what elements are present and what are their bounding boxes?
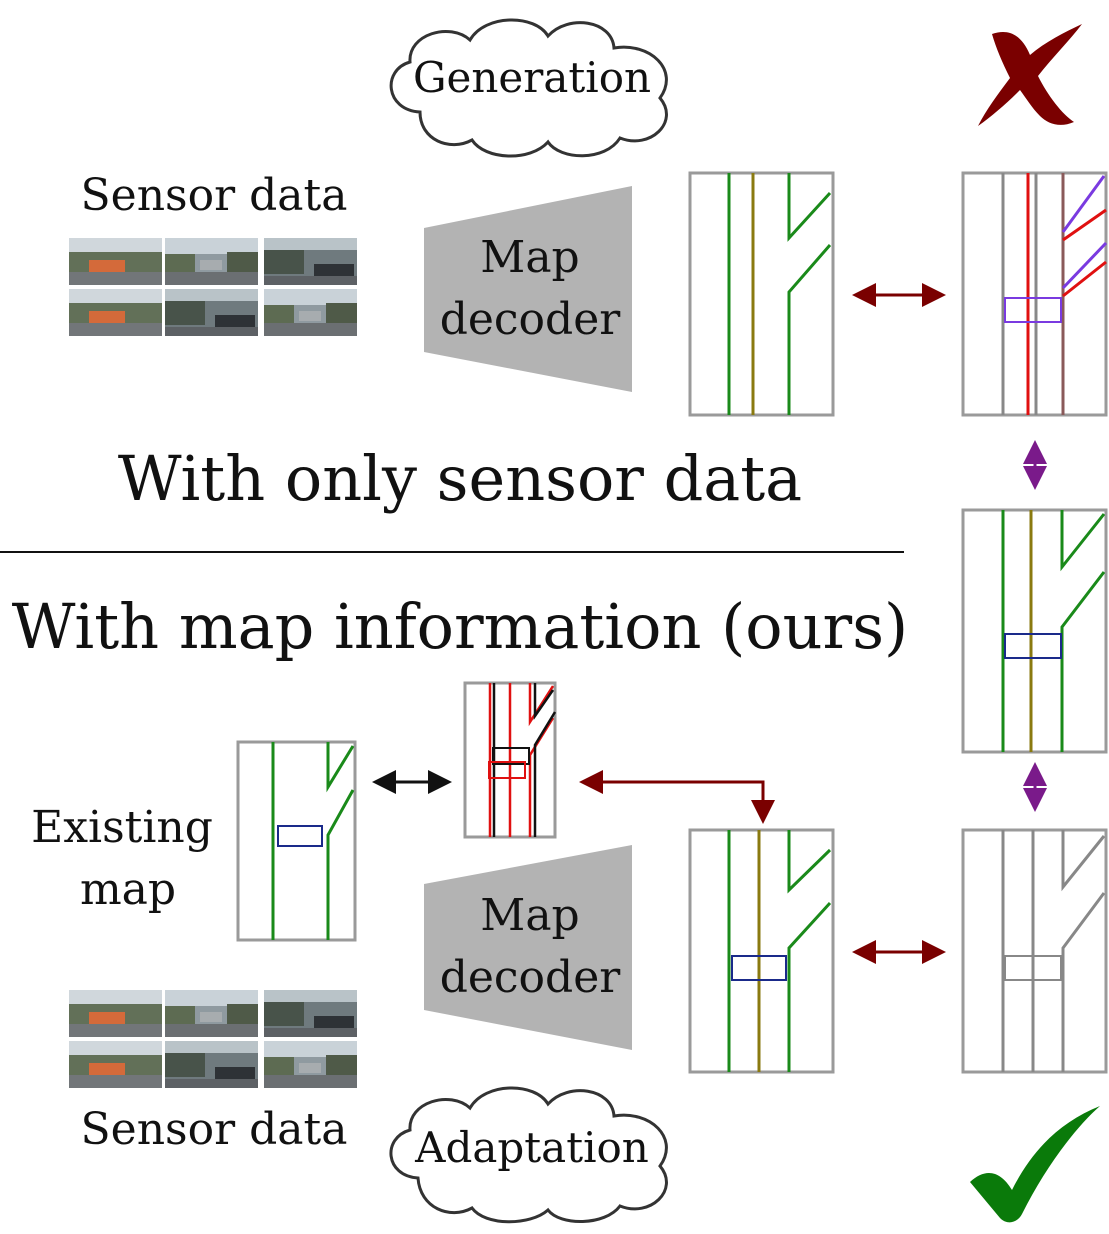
top-map-decoder: Map decoder: [424, 186, 632, 392]
top-sensor-data-label: Sensor data: [81, 170, 348, 221]
overlay-map: [463, 681, 557, 839]
feedback-arrow: [579, 770, 775, 824]
existing-map: [236, 740, 357, 942]
generation-label: Generation: [413, 53, 651, 102]
bottom-decoder-label-line2: decoder: [440, 952, 622, 1003]
top-decoder-label-line2: decoder: [440, 294, 622, 345]
existing-map-label-line2: map: [80, 864, 176, 915]
top-decoder-label-line1: Map: [480, 232, 579, 283]
cross-mark-icon: [978, 24, 1082, 126]
bottom-decoder-label-line1: Map: [480, 890, 579, 941]
adaptation-cloud: Adaptation: [389, 1086, 668, 1224]
adaptation-label: Adaptation: [414, 1123, 649, 1172]
existing-map-label-line1: Existing: [31, 802, 213, 853]
bottom-map-decoder: Map decoder: [424, 845, 632, 1050]
bottom-sensor-data-label: Sensor data: [81, 1104, 348, 1155]
check-mark-icon: [970, 1106, 1100, 1223]
bottom-predicted-map: [688, 828, 835, 1074]
top-predicted-map: [688, 171, 835, 417]
top-error-map: [961, 171, 1108, 417]
bottom-sensor-images: [69, 990, 357, 1088]
ground-truth-map: [961, 508, 1108, 754]
generation-cloud: Generation: [389, 18, 668, 158]
top-section-title: With only sensor data: [118, 442, 802, 515]
bottom-gray-map: [961, 828, 1108, 1074]
top-sensor-images: [69, 238, 357, 336]
bottom-section-title: With map information (ours): [12, 590, 908, 663]
